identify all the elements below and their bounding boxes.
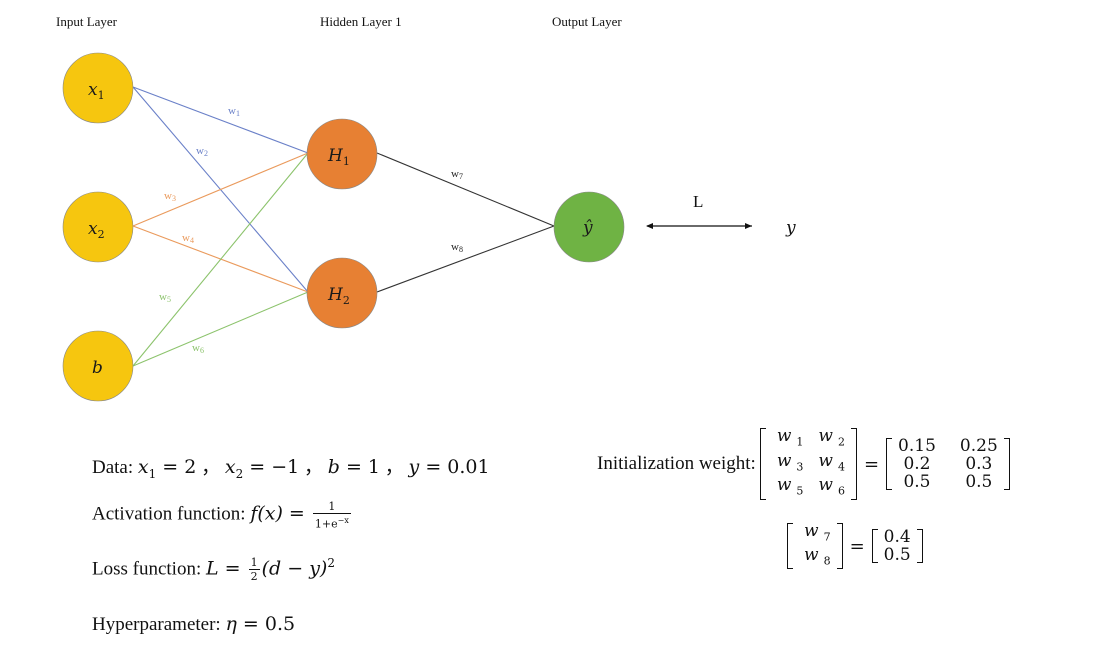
input-layer-title: Input Layer <box>56 14 118 29</box>
weight-label-w7: w7 <box>451 168 463 181</box>
edge-w8 <box>376 225 555 293</box>
equals-sign: = <box>863 453 880 475</box>
edge-w3 <box>132 152 309 227</box>
loss-arrow-label: L <box>693 192 703 211</box>
node-bias: b <box>62 330 134 402</box>
matrix-value: 0.25 <box>959 436 998 456</box>
svg-text:x2: x2 <box>88 219 105 241</box>
edge-w7 <box>376 152 555 227</box>
matrix-value: 0.2 <box>903 454 931 474</box>
target-y-label: y <box>785 218 796 238</box>
edge-w5 <box>132 152 309 367</box>
svg-text:H2: H2 <box>327 285 350 307</box>
svg-text:x1: x1 <box>88 80 105 102</box>
data-line: Data: x1 = 2 ， x2 = −1 ， b = 1 ， y = 0.0… <box>92 456 490 481</box>
weight-label-w8: w8 <box>451 241 463 254</box>
matrix-value: 0.3 <box>965 454 993 474</box>
matrix-value: 0.5 <box>903 472 931 492</box>
edge-w6 <box>132 291 309 367</box>
hyperparameter-line: Hyperparameter: η = 0.5 <box>92 613 296 635</box>
init-weights-label: Initialization weight: <box>597 453 756 474</box>
matrix-value: 0.15 <box>898 436 936 456</box>
network-diagram: w1 w2 w3 w4 w5 w6 w7 w8 x1 x2 b H1 H2 ŷ … <box>62 52 796 402</box>
svg-text:b: b <box>92 358 103 378</box>
matrix-value: 0.5 <box>883 545 911 565</box>
edge-w1 <box>132 86 309 154</box>
weight-label-w3: w3 <box>164 190 176 203</box>
matrix-value: 0.4 <box>883 527 911 547</box>
hidden-layer-title: Hidden Layer 1 <box>320 14 402 29</box>
weight-value-matrix: 0.15 0.25 0.2 0.3 0.5 0.5 <box>886 437 1010 491</box>
weight-label-w6: w6 <box>192 342 204 355</box>
svg-text:H1: H1 <box>327 146 350 168</box>
weight-label-w2: w2 <box>196 145 208 158</box>
weight-label-w1: w1 <box>228 105 240 118</box>
weight-label-w5: w5 <box>159 291 171 304</box>
svg-text:ŷ: ŷ <box>582 218 593 238</box>
node-x1: x1 <box>62 52 134 124</box>
equals-sign: = <box>849 535 865 557</box>
output-weight-value-matrix: 0.4 0.5 <box>871 527 923 565</box>
node-h2: H2 <box>306 257 378 329</box>
node-h1: H1 <box>306 118 378 190</box>
node-x2: x2 <box>62 191 134 263</box>
output-layer-title: Output Layer <box>552 14 622 29</box>
weight-label-w4: w4 <box>182 232 194 245</box>
node-yhat: ŷ <box>553 191 625 263</box>
matrix-value: 0.5 <box>965 472 993 492</box>
